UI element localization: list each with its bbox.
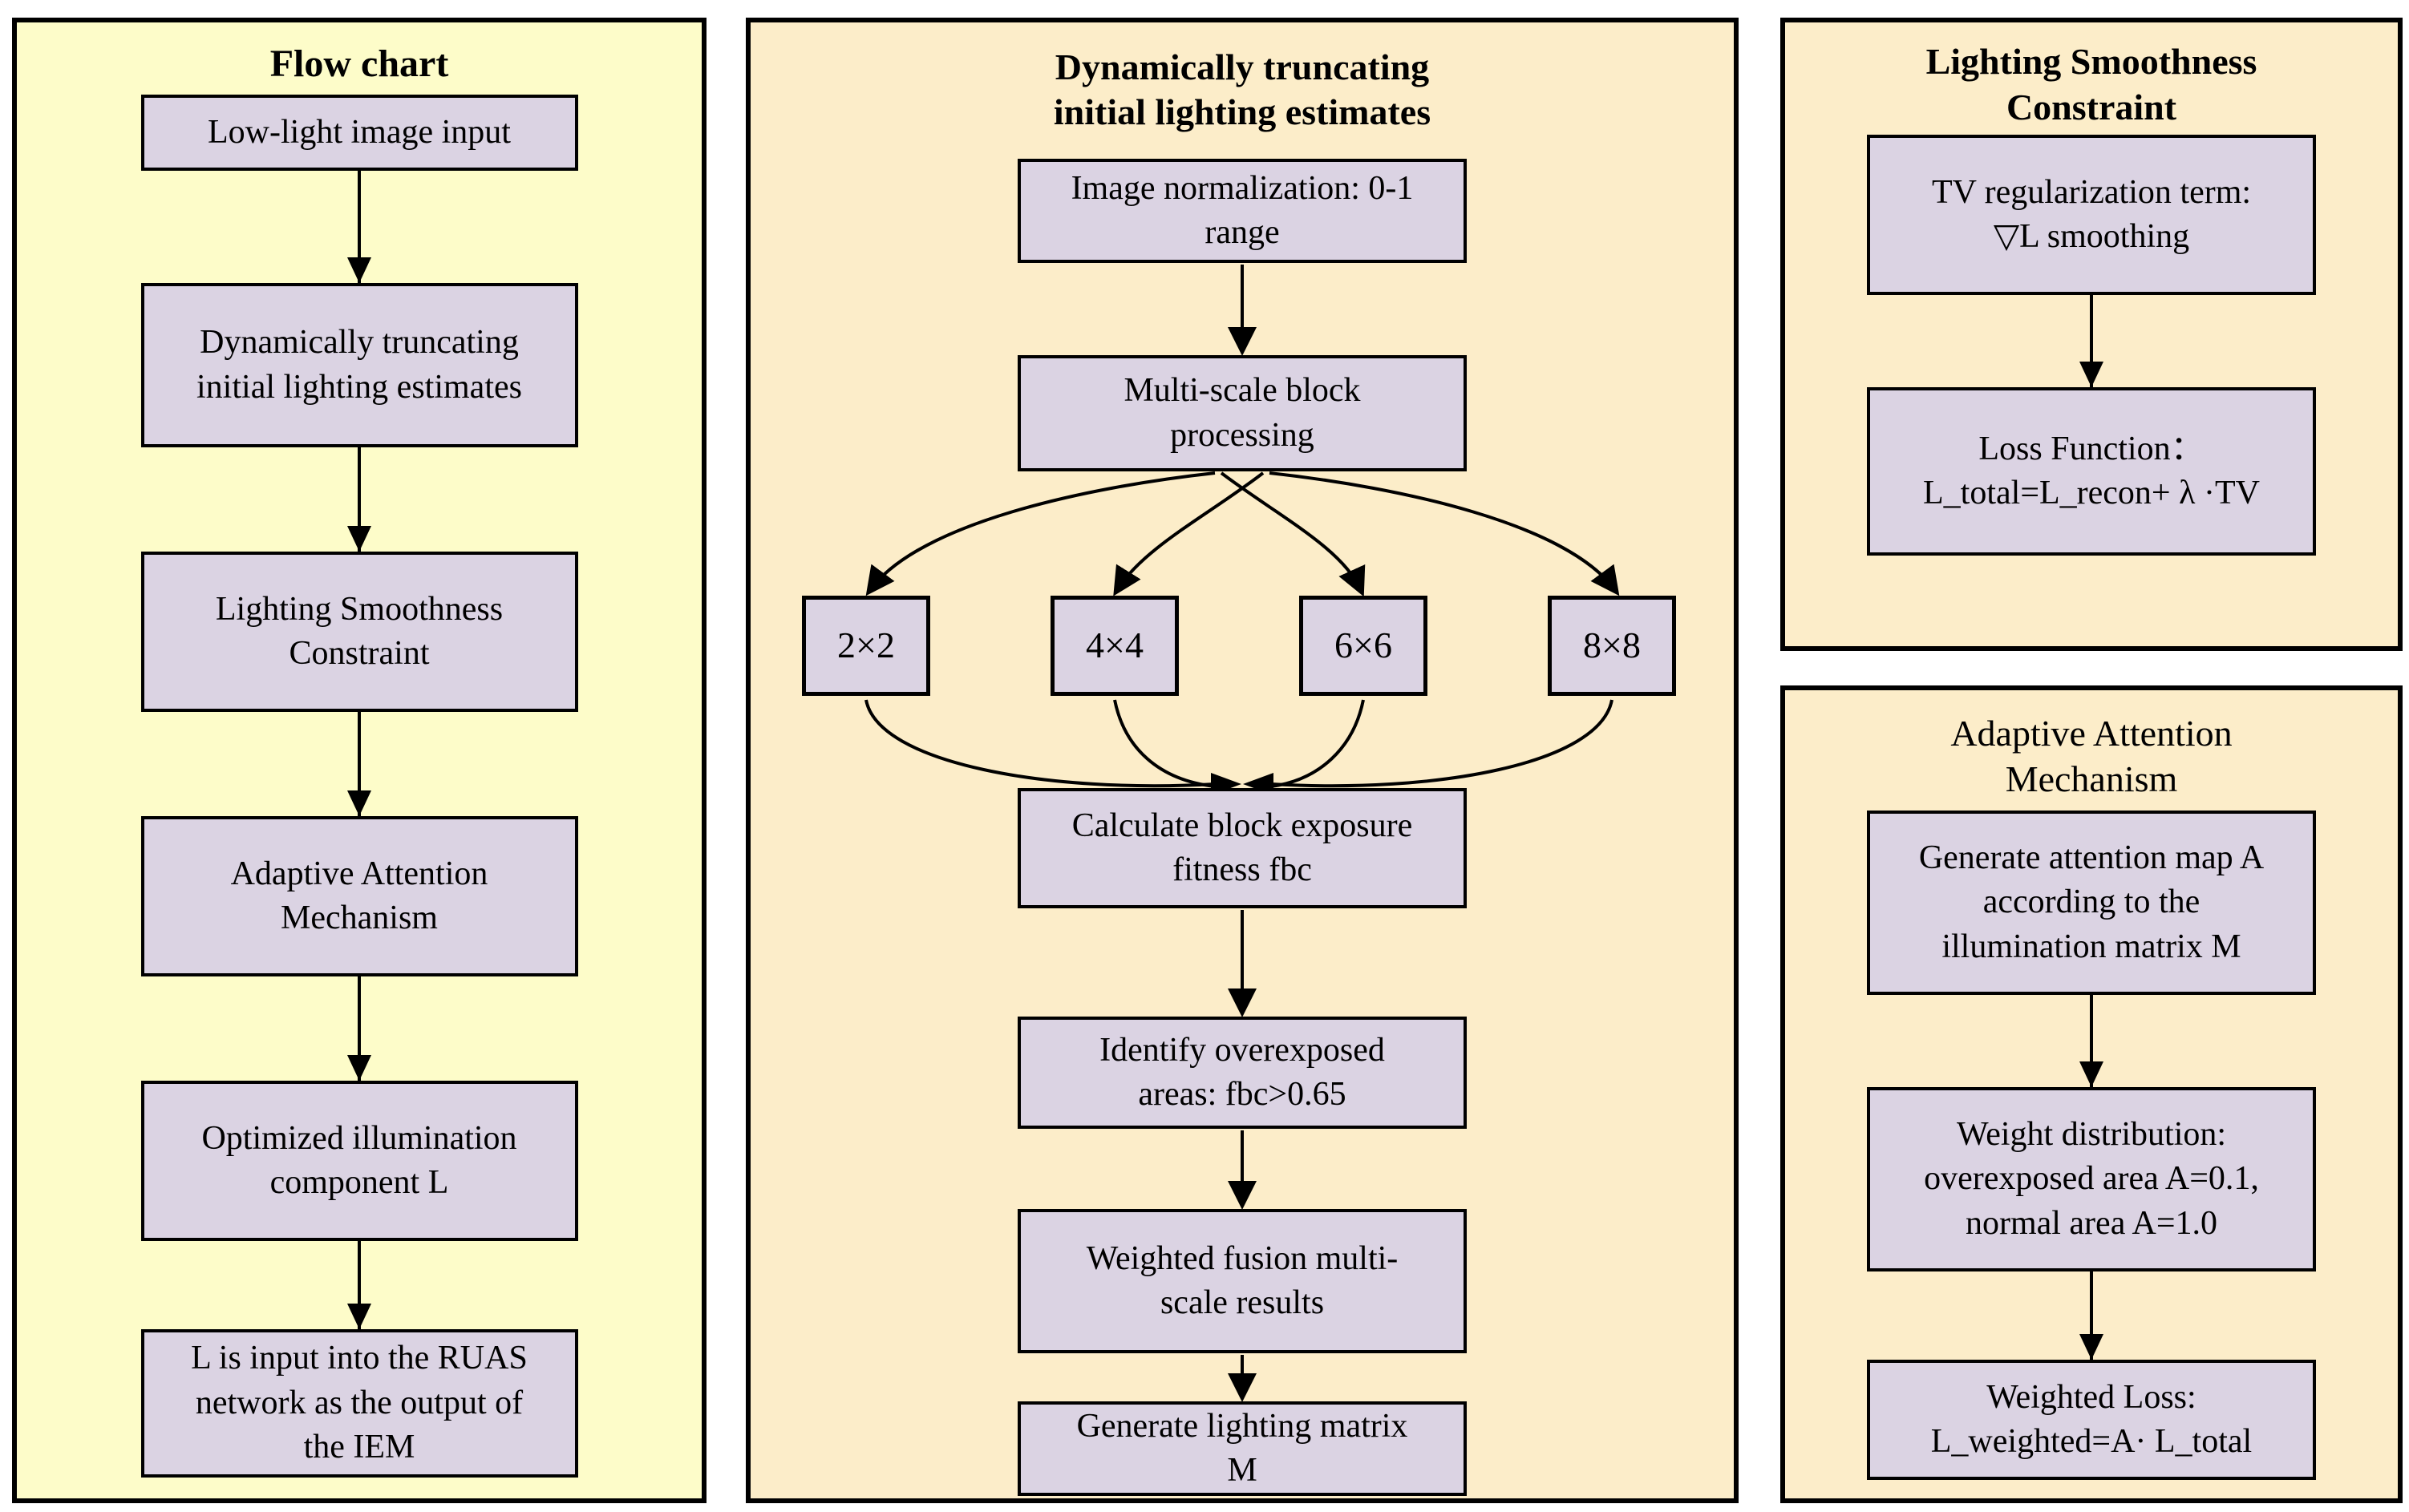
box-text-line: TV regularization term: <box>1931 173 2252 211</box>
title-line: Lighting Smoothness <box>1925 41 2257 83</box>
box-text-line: Low-light image input <box>208 113 511 151</box>
title-line: Constraint <box>2006 86 2177 127</box>
box-text-line: scale results <box>1160 1284 1325 1321</box>
flow-box-ruas-output: L is input into the RUAS network as the … <box>140 1329 578 1478</box>
box-text-line: L_weighted=A· L_total <box>1930 1423 2253 1460</box>
fanout-curve-2x2 <box>865 471 1216 596</box>
flow-box-lighting-smoothness: Lighting Smoothness Constraint <box>140 552 578 712</box>
box-text-line: Multi-scale block <box>1124 372 1361 410</box>
box-text-line: illumination matrix M <box>1941 928 2241 965</box>
flow-box-dynamic-truncation: Dynamically truncating initial lighting … <box>140 283 578 447</box>
box-text-line: Calculate block exposure <box>1071 807 1413 844</box>
dynamic-panel-title: Dynamically truncating initial lighting … <box>751 45 1734 135</box>
attention-stack: Adaptive Attention Mechanism Generate at… <box>1785 690 2398 1498</box>
box-text-line: Lighting Smoothness <box>215 590 504 628</box>
title-line: Mechanism <box>2005 758 2178 799</box>
box-text-line: Constraint <box>289 635 430 672</box>
panel-lighting-smoothness: Lighting Smoothness Constraint TV regula… <box>1780 18 2403 651</box>
title-line: Dynamically truncating <box>1055 46 1430 87</box>
fanout-curve-8x8 <box>1269 471 1620 596</box>
panel-adaptive-attention: Adaptive Attention Mechanism Generate at… <box>1780 685 2403 1503</box>
box-text-line: L_total=L_recon+ λ ·TV <box>1923 475 2260 511</box>
box-text-line: normal area A=1.0 <box>1965 1204 2218 1242</box>
box-text-line: Adaptive Attention <box>230 855 488 892</box>
attention-panel-title: Adaptive Attention Mechanism <box>1950 702 2232 811</box>
box-text-line: Weighted fusion multi- <box>1086 1239 1399 1277</box>
down-arrow <box>2090 295 2093 387</box>
attention-box-generate-map: Generate attention map A according to th… <box>1867 811 2316 995</box>
scale-box-6x6: 6×6 <box>1299 596 1427 696</box>
box-text-line: Weight distribution: <box>1956 1115 2227 1153</box>
scale-box-4x4: 4×4 <box>1051 596 1179 696</box>
box-text-line: L is input into the RUAS <box>191 1340 528 1377</box>
panel-dynamic-truncation: Dynamically truncating initial lighting … <box>746 18 1739 1503</box>
dynamic-box-exposure-fitness: Calculate block exposure fitness fbc <box>1018 788 1467 908</box>
box-text-line: 2×2 <box>837 625 895 666</box>
box-text-line: Generate lighting matrix <box>1076 1407 1408 1445</box>
box-text-line: Loss Function： <box>1978 430 2205 467</box>
box-text-line: Weighted Loss: <box>1986 1378 2196 1416</box>
attention-box-weighted-loss: Weighted Loss: L_weighted=A· L_total <box>1867 1360 2316 1480</box>
dynamic-box-lighting-matrix: Generate lighting matrix M <box>1018 1401 1467 1496</box>
box-text-line: Identify overexposed <box>1099 1031 1385 1069</box>
down-arrow <box>2090 995 2093 1087</box>
box-text-line: according to the <box>1982 883 2200 921</box>
box-text-line: overexposed area A=0.1, <box>1924 1160 2259 1198</box>
box-text-line: initial lighting estimates <box>196 368 522 406</box>
down-arrow <box>358 712 361 816</box>
converge-curve-2x2 <box>864 699 1216 788</box>
box-text-line: the IEM <box>303 1429 415 1466</box>
box-text-line: Mechanism <box>281 900 438 936</box>
converge-curve-6x6 <box>1270 699 1365 788</box>
box-text-line: Generate attention map A <box>1918 839 2265 876</box>
box-text-line: range <box>1204 214 1280 251</box>
box-text-line: Optimized illumination <box>201 1119 517 1157</box>
dynamic-box-multiscale: Multi-scale block processing <box>1018 355 1467 471</box>
box-text-line: component L <box>269 1164 449 1201</box>
flow-box-low-light-input: Low-light image input <box>140 95 578 171</box>
attention-box-weight-distribution: Weight distribution: overexposed area A=… <box>1867 1087 2316 1271</box>
converge-curve-8x8 <box>1270 699 1613 788</box>
box-text-line: Image normalization: 0-1 <box>1071 169 1414 207</box>
flow-box-optimized-illumination: Optimized illumination component L <box>140 1081 578 1241</box>
smoothness-box-tv-regularization: TV regularization term: ▽L smoothing <box>1867 135 2316 295</box>
smoothness-panel-title: Lighting Smoothness Constraint <box>1926 34 2257 135</box>
box-text-line: processing <box>1170 416 1314 454</box>
fanout-curve-6x6 <box>1220 471 1366 597</box>
box-text-line: 8×8 <box>1583 625 1641 666</box>
box-text-line: network as the output of <box>195 1384 524 1421</box>
flow-chart-stack: Flow chart Low-light image input Dynamic… <box>17 22 702 1498</box>
box-text-line: ▽L smoothing <box>1993 218 2190 255</box>
fanout-curve-4x4 <box>1113 471 1265 596</box>
box-text-line: 6×6 <box>1334 625 1392 666</box>
down-arrow <box>358 171 361 283</box>
smoothness-stack: Lighting Smoothness Constraint TV regula… <box>1785 22 2398 646</box>
dynamic-box-normalization: Image normalization: 0-1 range <box>1018 159 1467 263</box>
panel-flow-chart: Flow chart Low-light image input Dynamic… <box>12 18 707 1503</box>
box-text-line: M <box>1227 1452 1257 1489</box>
scale-box-2x2: 2×2 <box>802 596 930 696</box>
smoothness-box-loss-function: Loss Function： L_total=L_recon+ λ ·TV <box>1867 387 2316 556</box>
down-arrow <box>358 447 361 552</box>
converge-curve-4x4 <box>1113 699 1216 788</box>
title-line: initial lighting estimates <box>1053 91 1431 133</box>
box-text-line: areas: fbc>0.65 <box>1138 1076 1346 1113</box>
dynamic-box-weighted-fusion: Weighted fusion multi- scale results <box>1018 1209 1467 1353</box>
title-line: Flow chart <box>269 42 449 85</box>
dynamic-box-overexposed: Identify overexposed areas: fbc>0.65 <box>1018 1017 1467 1129</box>
box-text-line: 4×4 <box>1086 625 1144 666</box>
flow-box-adaptive-attention: Adaptive Attention Mechanism <box>140 816 578 976</box>
down-arrow <box>2090 1271 2093 1360</box>
box-text-line: fitness fbc <box>1172 851 1312 888</box>
flow-chart-title: Flow chart <box>270 22 449 95</box>
down-arrow <box>358 976 361 1081</box>
scale-box-8x8: 8×8 <box>1548 596 1676 696</box>
down-arrow <box>358 1241 361 1329</box>
box-text-line: Dynamically truncating <box>200 324 519 362</box>
title-line: Adaptive Attention <box>1950 713 2233 754</box>
